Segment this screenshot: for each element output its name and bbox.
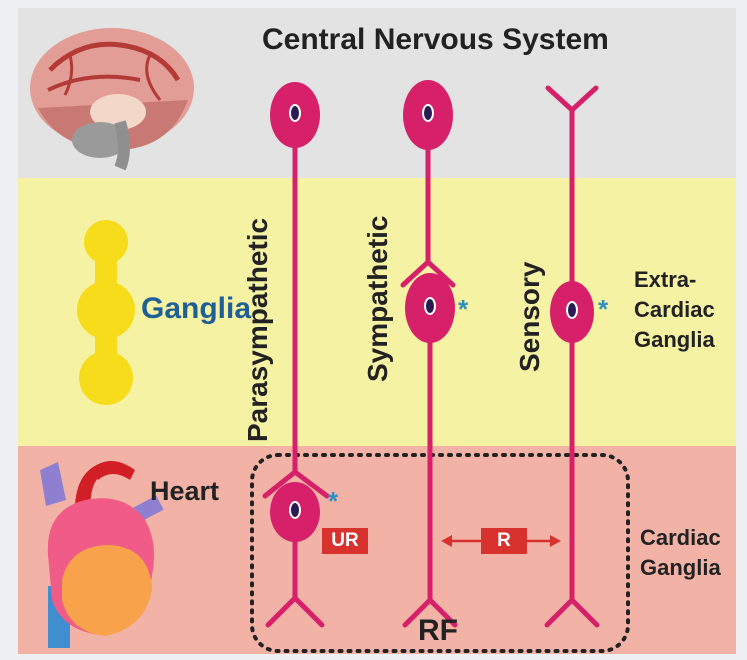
ganglia-label: Ganglia bbox=[141, 293, 251, 325]
parasympathetic-label: Parasympathetic bbox=[242, 218, 274, 442]
cardiac-line-1: Cardiac bbox=[640, 523, 721, 553]
sympathetic-label: Sympathetic bbox=[362, 216, 394, 383]
extra-cardiac-line-2: Cardiac bbox=[634, 295, 715, 325]
extra-cardiac-line-1: Extra- bbox=[634, 265, 715, 295]
sympathetic-cns-neuron bbox=[403, 80, 453, 150]
cardiac-ganglia-label: Cardiac Ganglia bbox=[640, 523, 721, 583]
extra-cardiac-line-3: Ganglia bbox=[634, 325, 715, 355]
brain-icon bbox=[30, 28, 194, 168]
ur-tag: UR bbox=[322, 528, 368, 554]
ganglia-chain-icon bbox=[77, 220, 135, 405]
sympathetic-ganglion-neuron bbox=[405, 273, 455, 343]
rf-label: RF bbox=[418, 615, 458, 647]
cns-title: Central Nervous System bbox=[262, 24, 609, 56]
cardiac-line-2: Ganglia bbox=[640, 553, 721, 583]
sympathetic-ganglion-asterisk: * bbox=[458, 296, 468, 322]
r-tag: R bbox=[481, 528, 527, 554]
parasympathetic-cns-neuron bbox=[270, 82, 320, 148]
heart-label: Heart bbox=[150, 477, 219, 505]
parasympathetic-cardiac-neuron bbox=[270, 482, 320, 542]
heart-icon bbox=[40, 461, 164, 648]
extra-cardiac-ganglia-label: Extra- Cardiac Ganglia bbox=[634, 265, 715, 355]
sensory-terminal-branch bbox=[547, 600, 597, 625]
sensory-label: Sensory bbox=[514, 262, 546, 373]
r-arrow-left bbox=[441, 535, 452, 547]
r-arrow-right bbox=[550, 535, 561, 547]
sensory-ganglion-asterisk: * bbox=[598, 296, 608, 322]
parasympathetic-terminal-branch bbox=[268, 598, 322, 625]
sensory-central-branch bbox=[548, 88, 596, 110]
cardiac-neuron-asterisk: * bbox=[328, 488, 338, 514]
sensory-ganglion-neuron bbox=[550, 281, 594, 343]
